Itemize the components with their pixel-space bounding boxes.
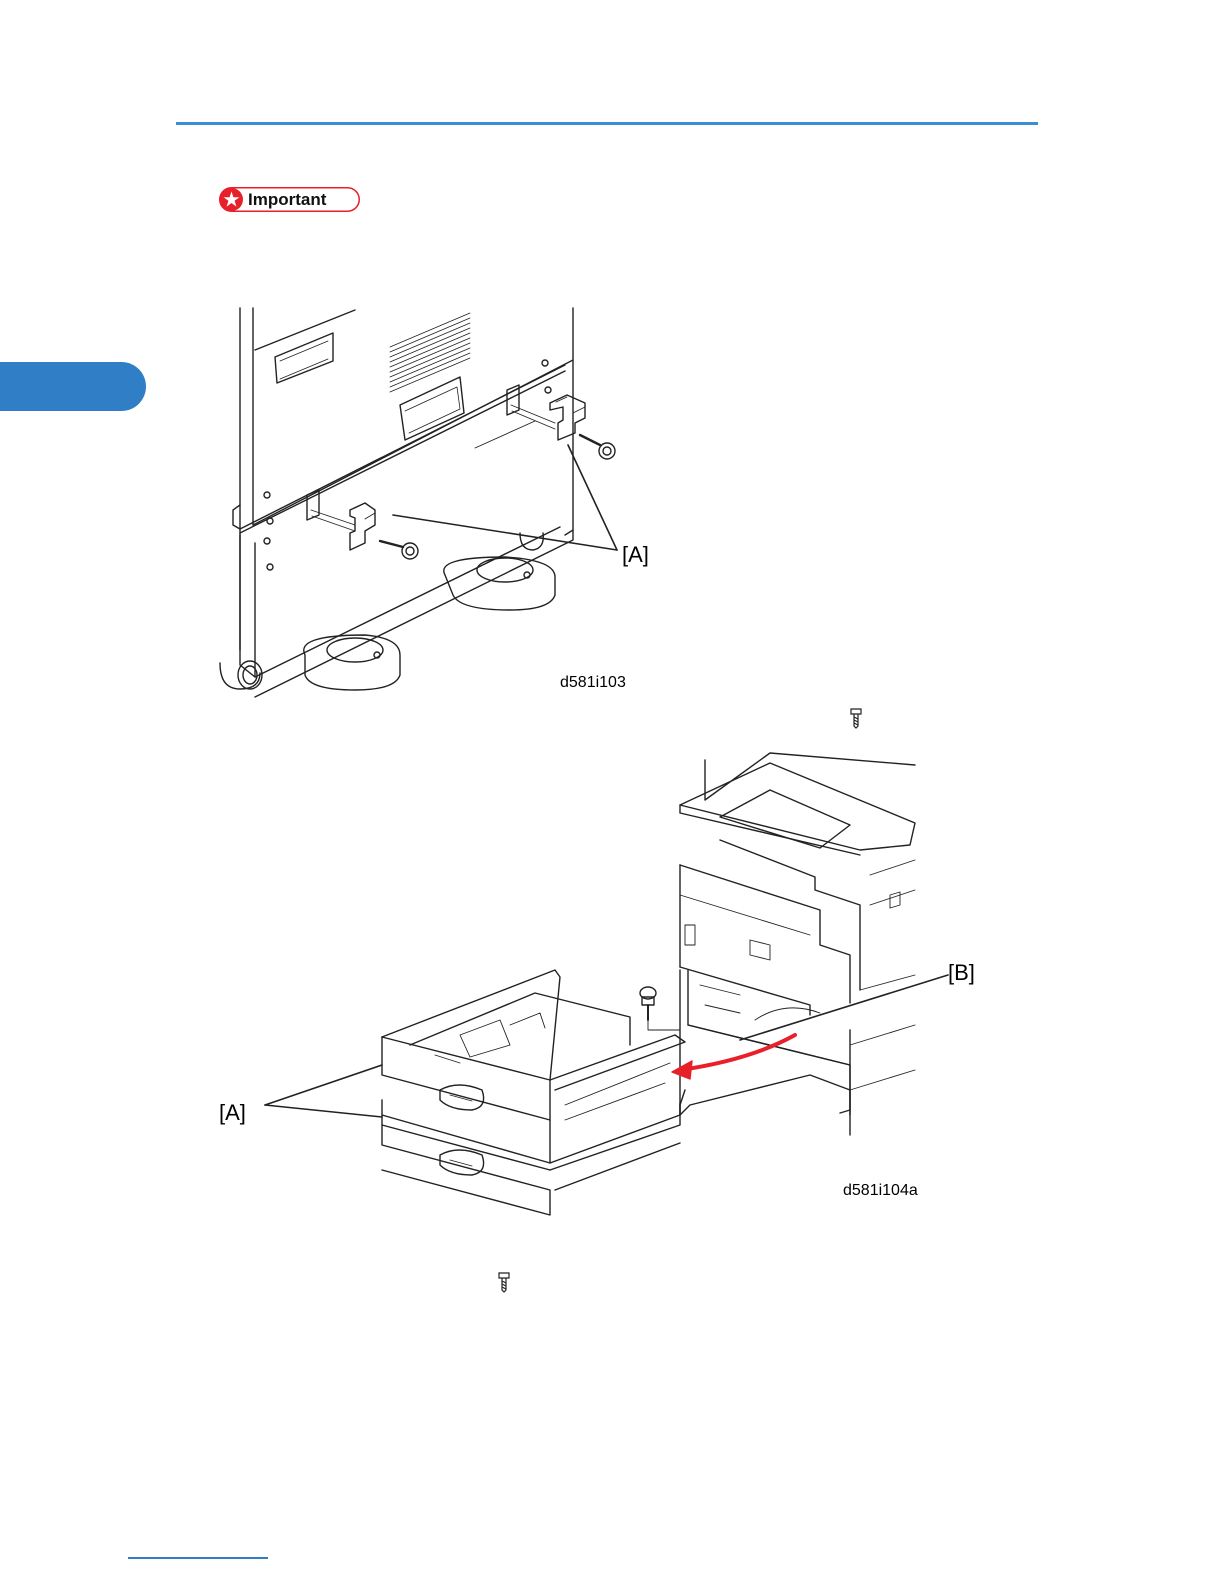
callout-b-fig2: [B] xyxy=(948,960,975,986)
chapter-tab xyxy=(0,362,146,411)
star-icon xyxy=(220,188,243,211)
figure2-code: d581i104a xyxy=(843,1182,918,1200)
screw-icon xyxy=(496,1271,512,1293)
figure-tray-removal xyxy=(210,745,1000,1225)
callout-a-fig1: [A] xyxy=(622,542,649,568)
figure1-code: d581i103 xyxy=(560,674,626,692)
important-badge: Important xyxy=(219,187,360,212)
screw-icon xyxy=(848,707,864,729)
figure-bracket-installation xyxy=(215,305,685,700)
important-label: Important xyxy=(248,190,327,209)
header-rule xyxy=(176,122,1038,125)
footer-rule xyxy=(128,1557,268,1559)
callout-a-fig2: [A] xyxy=(219,1100,246,1126)
